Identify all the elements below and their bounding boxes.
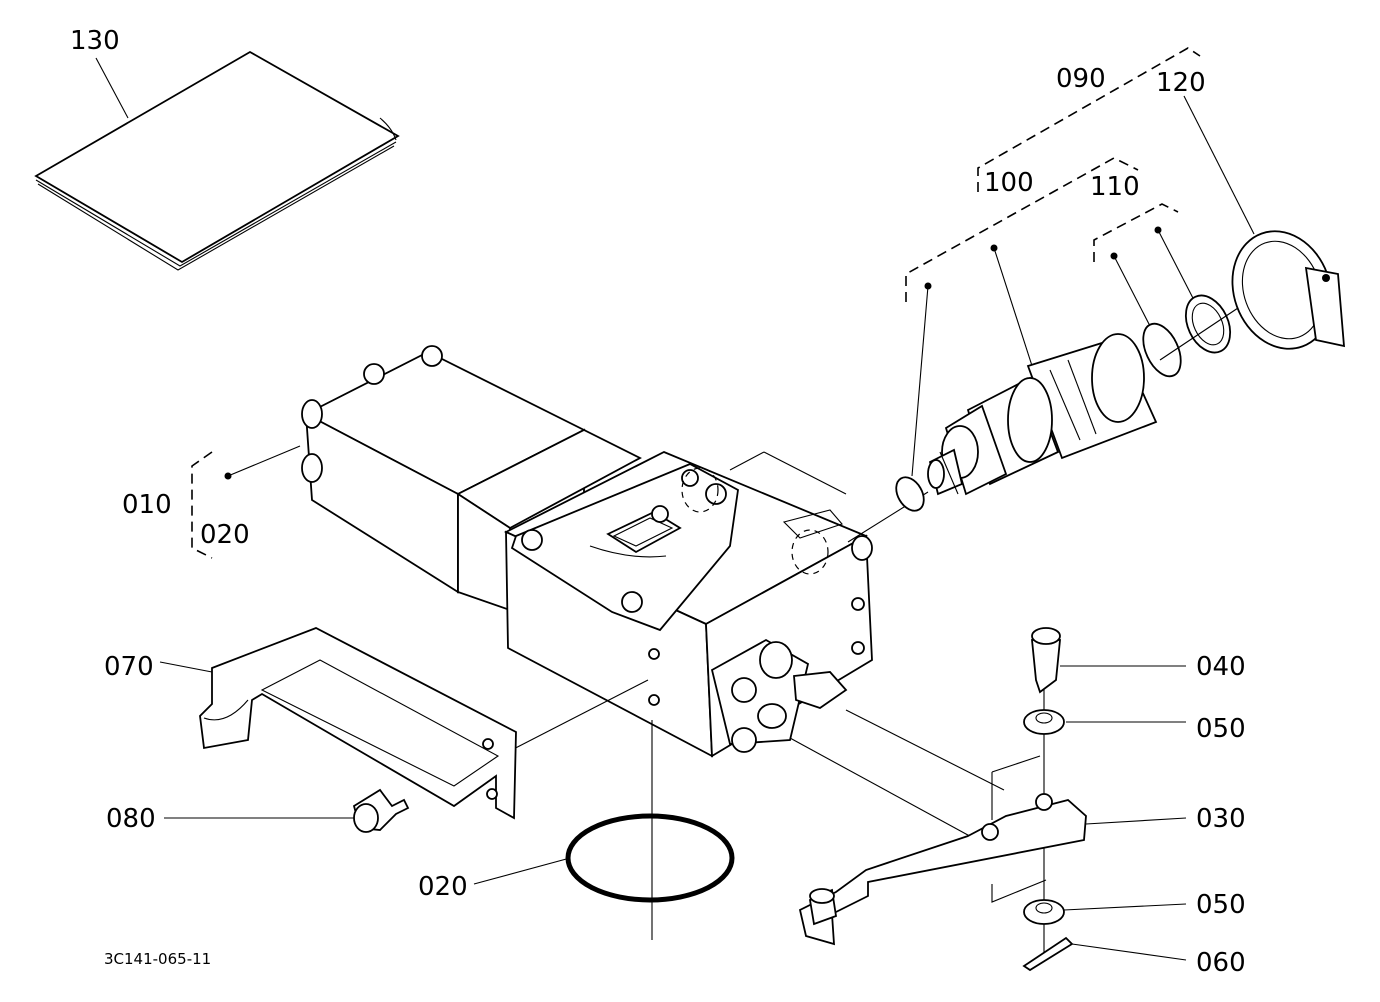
part-010-valve-body [301,345,873,758]
part-040-pin [1031,627,1061,694]
bracket-010 [191,451,213,559]
callout-070: 070 [104,652,154,682]
callout-080: 080 [106,804,156,834]
callout-060: 060 [1196,948,1246,978]
leaders [159,95,1255,961]
bracket-090 [977,47,1201,192]
part-110-o-ring [1142,322,1182,378]
callout-020-top: 020 [200,520,250,550]
part-070-bracket [199,627,517,820]
part-020-o-ring [565,813,735,903]
part-100-cartridge [927,333,1158,496]
callout-130: 130 [70,26,120,56]
callout-100: 100 [984,168,1034,198]
callout-030: 030 [1196,804,1246,834]
callout-040: 040 [1196,652,1246,682]
part-130-sheet [34,50,400,271]
callout-010: 010 [122,490,172,520]
part-050-washer-bottom [1023,899,1065,925]
part-120-clamp [1231,230,1345,350]
callout-110: 110 [1090,172,1140,202]
bracket-100 [905,157,1139,302]
part-060-cotter-pin [1022,936,1074,972]
callout-050-bottom: 050 [1196,890,1246,920]
bracket-110 [1093,203,1179,262]
callout-020-bottom: 020 [418,872,468,902]
part-110-backup-ring [1184,294,1232,354]
diagram-code: 3C141-065-11 [104,950,212,968]
part-030-lever [798,793,1087,946]
callout-090: 090 [1056,64,1106,94]
part-080-bolt [352,788,410,833]
callout-050-top: 050 [1196,714,1246,744]
o-ring-nose [895,476,925,512]
callout-120: 120 [1156,68,1206,98]
part-050-washer-top [1023,709,1065,735]
